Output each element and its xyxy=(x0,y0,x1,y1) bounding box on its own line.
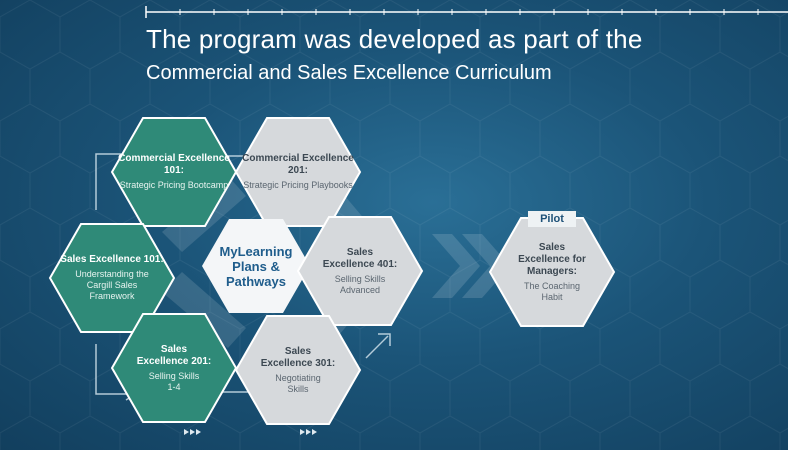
node-sales-excellence-for-managers: Sales Excellence for Managers: The Coach… xyxy=(490,218,614,326)
node-title: Sales Excellence 201: xyxy=(136,343,212,367)
hex-shape-ce101 xyxy=(110,117,238,227)
node-title: Commercial Excellence 101: xyxy=(118,153,230,176)
node-mylearning: MyLearning Plans & Pathways xyxy=(202,219,310,313)
node-subtitle: Selling Skills Advanced xyxy=(334,273,386,295)
node-commercial-excellence-101: Commercial Excellence 101: Strategic Pri… xyxy=(112,118,236,226)
node-title: Commercial Excellence 201: xyxy=(242,153,354,176)
node-sales-excellence-401: Sales Excellence 401: Selling Skills Adv… xyxy=(298,217,422,325)
hex-shape-se401 xyxy=(296,216,424,326)
hex-shape-mylearning xyxy=(202,219,310,313)
pilot-badge: Pilot xyxy=(528,211,576,227)
hex-shape-se301 xyxy=(234,315,362,425)
node-title: Sales Excellence 301: xyxy=(260,345,336,369)
band-lower-left xyxy=(162,272,246,348)
node-subtitle: Negotiating Skills xyxy=(275,372,321,394)
node-title: Sales Excellence for Managers: xyxy=(518,241,586,277)
node-subtitle: Strategic Pricing Bootcamp xyxy=(119,180,229,190)
node-sales-excellence-101: Sales Excellence 101: Understanding the … xyxy=(50,224,174,332)
node-sales-excellence-201: Sales Excellence 201: Selling Skills 1-4 xyxy=(112,314,236,422)
node-title: Sales Excellence 101: xyxy=(60,254,164,265)
node-subtitle: Understanding the Cargill Sales Framewor… xyxy=(75,269,149,301)
node-subtitle: Selling Skills 1-4 xyxy=(148,370,200,392)
node-sales-excellence-301: Sales Excellence 301: Negotiating Skills xyxy=(236,316,360,424)
node-subtitle: Strategic Pricing Playbooks xyxy=(243,180,353,190)
node-commercial-excellence-201: Commercial Excellence 201: Strategic Pri… xyxy=(236,118,360,226)
node-title: Sales Excellence 401: xyxy=(322,246,398,270)
slide-title: The program was developed as part of the xyxy=(146,24,643,54)
hex-shape-se201 xyxy=(110,313,238,423)
node-title: MyLearning Plans & Pathways xyxy=(219,243,293,289)
top-timeline xyxy=(145,6,788,18)
hex-shape-managers xyxy=(488,217,616,327)
node-subtitle: The Coaching Habit xyxy=(523,280,581,302)
slide-subtitle: Commercial and Sales Excellence Curricul… xyxy=(146,62,552,84)
